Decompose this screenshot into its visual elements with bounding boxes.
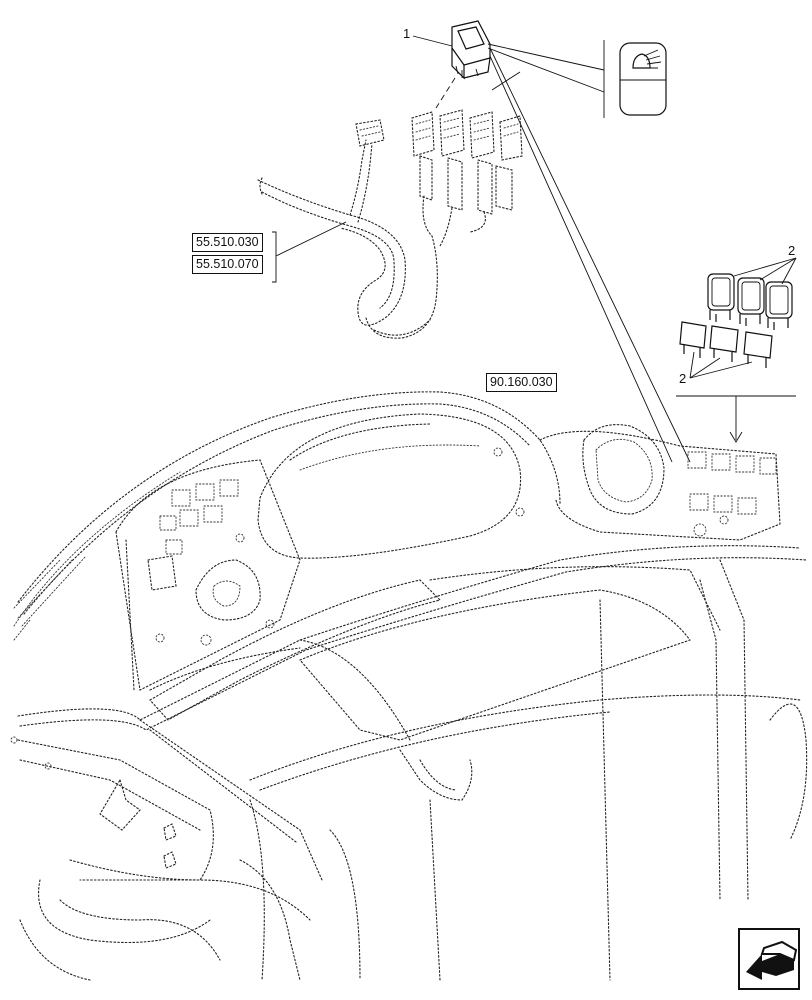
ref-bracket xyxy=(272,231,277,283)
switch-blanks-lower xyxy=(679,321,773,368)
dashboard-outline xyxy=(10,391,808,981)
reference-55-510-030[interactable]: 55.510.030 xyxy=(192,233,263,252)
switch-blanks-upper xyxy=(707,273,793,330)
callout-leader-2-lower xyxy=(689,351,753,379)
panel-bracket xyxy=(676,395,796,443)
previous-page-arrow-icon xyxy=(746,940,798,980)
wiring-harness xyxy=(257,119,438,339)
callout-leader-2-upper xyxy=(733,257,797,285)
callout-number-2-lower: 2 xyxy=(679,371,687,386)
reference-90-160-030[interactable]: 90.160.030 xyxy=(486,373,557,392)
callout-leader-1 xyxy=(412,35,453,47)
leader-to-panel-b xyxy=(489,55,673,463)
leader-to-panel-a xyxy=(489,47,691,463)
reference-55-510-070[interactable]: 55.510.070 xyxy=(192,255,263,274)
leader-to-symbol-a xyxy=(487,43,605,71)
callout-number-2-upper: 2 xyxy=(788,243,796,258)
ref-leader-harness xyxy=(275,221,347,257)
work-light-symbol-icon xyxy=(619,42,667,116)
leader-to-symbol-b xyxy=(487,47,605,93)
rocker-switch xyxy=(451,20,491,80)
assembly-dash-line xyxy=(435,77,456,109)
leader-tick xyxy=(491,71,521,91)
connector-bank xyxy=(411,109,523,247)
previous-page-arrow-button[interactable] xyxy=(738,928,800,990)
callout-number-1: 1 xyxy=(403,26,411,41)
